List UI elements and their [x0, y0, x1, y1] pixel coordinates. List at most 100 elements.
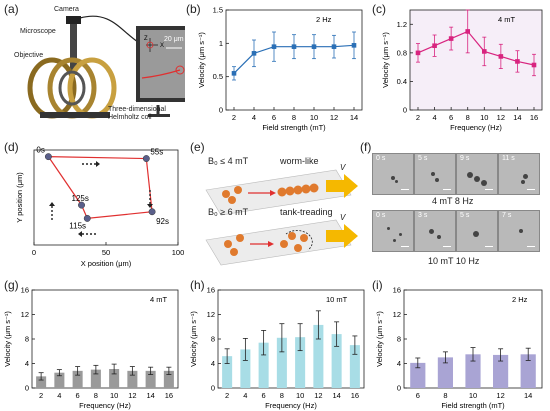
waypoint-label: 115s [69, 221, 86, 230]
bar [127, 370, 138, 388]
data-point [351, 43, 357, 48]
x-tick-label: 6 [76, 391, 80, 400]
x-tick-label: 12 [128, 391, 136, 400]
y-tick-label: 0.4 [397, 77, 407, 86]
x-tick-label: 8 [94, 391, 98, 400]
panel-h-letter: (h) [190, 278, 205, 292]
panel-c-letter: (c) [372, 2, 386, 16]
y-tick-label: 4 [397, 359, 401, 368]
x-tick-label: 2 [416, 113, 420, 122]
coil-inner [58, 70, 86, 106]
label-microscope: Microscope [20, 28, 56, 35]
frame-2-4: 7 s [498, 210, 540, 252]
x-tick-label: 4 [57, 391, 61, 400]
x-tick-label: 12 [314, 391, 322, 400]
frame-1-3: 9 s [456, 153, 498, 195]
plot-frame [31, 289, 179, 389]
y-axis-label: Velocity (μm s⁻¹) [381, 32, 390, 88]
screen-scale-label: 20 μm [164, 36, 184, 43]
x-tick-label: 2 [232, 113, 236, 122]
data-point [465, 29, 471, 34]
x-tick-label: 4 [432, 113, 436, 122]
y-tick-label: 8 [397, 335, 401, 344]
frame-1-2: 5 s [414, 153, 456, 195]
x-tick-label: 8 [466, 113, 470, 122]
panel-b-letter: (b) [186, 2, 201, 16]
x-tick-label: 6 [416, 391, 420, 400]
y-axis-label: Velocity (μm s⁻¹) [375, 311, 384, 367]
y-tick-label: 8 [211, 335, 215, 344]
waypoint [78, 201, 85, 209]
data-point [291, 44, 297, 49]
x-tick-label: 4 [243, 391, 247, 400]
x-tick-label: 0 [32, 248, 36, 257]
worm-particles [222, 183, 319, 204]
axis-z-label: Z [144, 36, 148, 42]
x-tick-label: 12 [497, 113, 505, 122]
direction-arrow [78, 231, 96, 237]
axis-x-label: X [160, 43, 164, 49]
waypoint-label: 0s [36, 146, 44, 155]
condition-low: B₀ ≤ 4 mT [208, 156, 249, 166]
annotation-label: 4 mT [150, 295, 168, 304]
data-point [448, 36, 454, 41]
x-tick-label: 6 [449, 113, 453, 122]
motion-schematic [205, 169, 358, 266]
bar [313, 324, 324, 388]
velocity-label-1: V [340, 163, 346, 172]
y-tick-label: 4 [25, 359, 29, 368]
arrow-v-2 [326, 224, 358, 248]
annotation-label: 2 Hz [316, 15, 332, 24]
mode-worm-like: worm-like [280, 156, 319, 166]
camera-cable [79, 15, 139, 43]
x-tick-label: 12 [496, 391, 504, 400]
bar [437, 357, 453, 388]
x-tick-label: 14 [332, 391, 340, 400]
y-tick-label: 16 [207, 286, 215, 295]
x-tick-label: 12 [330, 113, 338, 122]
x-tick-label: 2 [225, 391, 229, 400]
x-tick-label: 6 [272, 113, 276, 122]
x-tick-label: 2 [39, 391, 43, 400]
data-point [531, 62, 537, 68]
bar [90, 369, 101, 388]
label-camera: Camera [54, 6, 79, 13]
y-tick-label: 0.5 [213, 72, 223, 81]
data-point [498, 54, 504, 59]
apparatus-illustration: Z X 20 μm [27, 15, 185, 119]
direction-arrow [49, 202, 55, 220]
coil-base [40, 112, 110, 118]
y-tick-label: 8 [25, 335, 29, 344]
x-axis-label: X position (μm) [81, 259, 132, 268]
plot-frame [225, 9, 363, 111]
y-tick-label: 16 [393, 286, 401, 295]
y-axis-label: Velocity (μm s⁻¹) [3, 311, 12, 367]
data-point [271, 44, 277, 49]
bar [145, 370, 156, 388]
y-tick-label: 12 [21, 310, 29, 319]
y-tick-label: 0 [25, 384, 29, 393]
x-axis-label: Frequency (Hz) [265, 401, 317, 410]
y-tick-label: 0.8 [397, 48, 407, 57]
x-tick-label: 100 [172, 248, 185, 257]
arrow-v-1 [326, 174, 358, 198]
y-tick-label: 1.2 [397, 20, 407, 29]
frame-1-1: 0 s [372, 153, 414, 195]
bar [349, 345, 360, 388]
waypoint-label: 125s [72, 194, 89, 203]
x-tick-label: 8 [443, 391, 447, 400]
frame-2-2: 3 s [414, 210, 456, 252]
y-tick-label: 4 [211, 359, 215, 368]
x-axis-label: Field strength (mT) [262, 123, 326, 132]
label-helmholtz-coil: Three-dimensional Helmholtz coil [108, 106, 166, 121]
x-tick-label: 14 [146, 391, 154, 400]
velocity-label-2: V [340, 213, 346, 222]
x-tick-label: 8 [292, 113, 296, 122]
waypoint [148, 208, 156, 216]
microscope-column [70, 20, 77, 75]
